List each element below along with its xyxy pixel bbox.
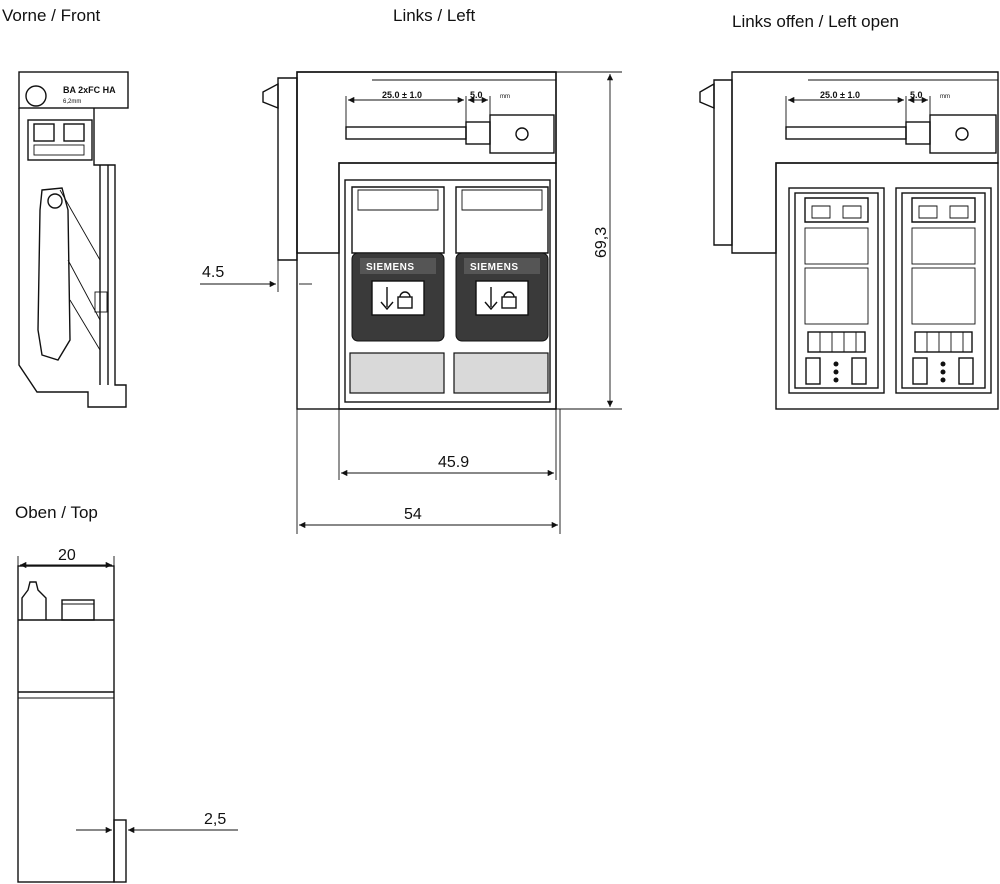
front-side-rail <box>99 165 109 385</box>
left-port-module-1: SIEMENS <box>349 186 445 394</box>
front-hatching <box>59 189 101 351</box>
front-latch-pin <box>47 193 63 209</box>
dim-strip-unit: mm <box>500 94 510 100</box>
top-view: 20 2,5 <box>17 547 238 883</box>
front-port-label <box>33 144 85 156</box>
dim-top-offset: 2,5 <box>204 811 226 828</box>
open-screw-block <box>929 114 997 154</box>
open-dim-strip-length: 25.0 ± 1.0 <box>820 90 860 100</box>
left-open-view: 25.0 ± 1.0 5.0 mm <box>699 71 999 410</box>
dim-top-width: 20 <box>58 547 76 564</box>
dim-inner-width: 45.9 <box>438 454 469 471</box>
front-label-type: BA 2xFC HA <box>63 85 116 95</box>
left-screw-block <box>489 114 555 154</box>
left-port-module-2: SIEMENS <box>453 186 549 394</box>
open-side-knob <box>699 82 715 110</box>
top-knob <box>21 581 47 620</box>
open-cable-clamp <box>905 121 931 145</box>
dim-overall-width: 54 <box>404 506 422 523</box>
dim-strip-gap: 5.0 <box>470 90 483 100</box>
open-lower-body <box>775 162 999 410</box>
dim-offset: 4.5 <box>202 264 224 281</box>
front-view: BA 2xFC HA 6,2mm <box>18 71 129 408</box>
open-port-module-2 <box>895 187 992 394</box>
open-cable-strip <box>785 126 907 140</box>
front-small-label <box>94 291 108 313</box>
front-header-panel <box>18 71 129 109</box>
open-side-flange <box>713 79 733 246</box>
left-cable-strip <box>345 126 467 140</box>
left-view-title: Links / Left <box>393 6 475 25</box>
front-port-left <box>33 123 55 142</box>
open-dim-strip-gap: 5.0 <box>910 90 923 100</box>
left-open-view-title: Links offen / Left open <box>732 12 899 31</box>
top-view-title: Oben / Top <box>15 503 98 522</box>
front-indicator-circle <box>25 85 47 107</box>
front-latch <box>37 187 71 361</box>
top-body-outline <box>17 565 115 883</box>
front-view-title: Vorne / Front <box>2 6 101 25</box>
open-screw-hole <box>955 127 969 141</box>
top-connector <box>61 599 95 621</box>
open-port-module-1 <box>788 187 885 394</box>
left-cable-clamp <box>465 121 491 145</box>
left-brand-1: SIEMENS <box>366 262 415 273</box>
dim-height: 69,3 <box>593 227 610 258</box>
front-port-frame <box>27 119 93 161</box>
left-view: 25.0 ± 1.0 5.0 mm SIEMENS SIEMENS <box>200 71 622 534</box>
left-side-flange <box>277 77 298 261</box>
left-inner-frame <box>344 179 551 403</box>
dim-strip-length: 25.0 ± 1.0 <box>382 90 422 100</box>
left-lower-body <box>338 162 557 410</box>
open-dim-strip-unit: mm <box>940 94 950 100</box>
left-screw-hole <box>515 127 529 141</box>
left-side-knob <box>262 82 279 110</box>
front-port-right <box>63 123 85 142</box>
front-body-outline <box>18 108 127 408</box>
top-side-tab <box>113 819 127 883</box>
front-label-size: 6,2mm <box>63 99 81 105</box>
left-brand-2: SIEMENS <box>470 262 519 273</box>
